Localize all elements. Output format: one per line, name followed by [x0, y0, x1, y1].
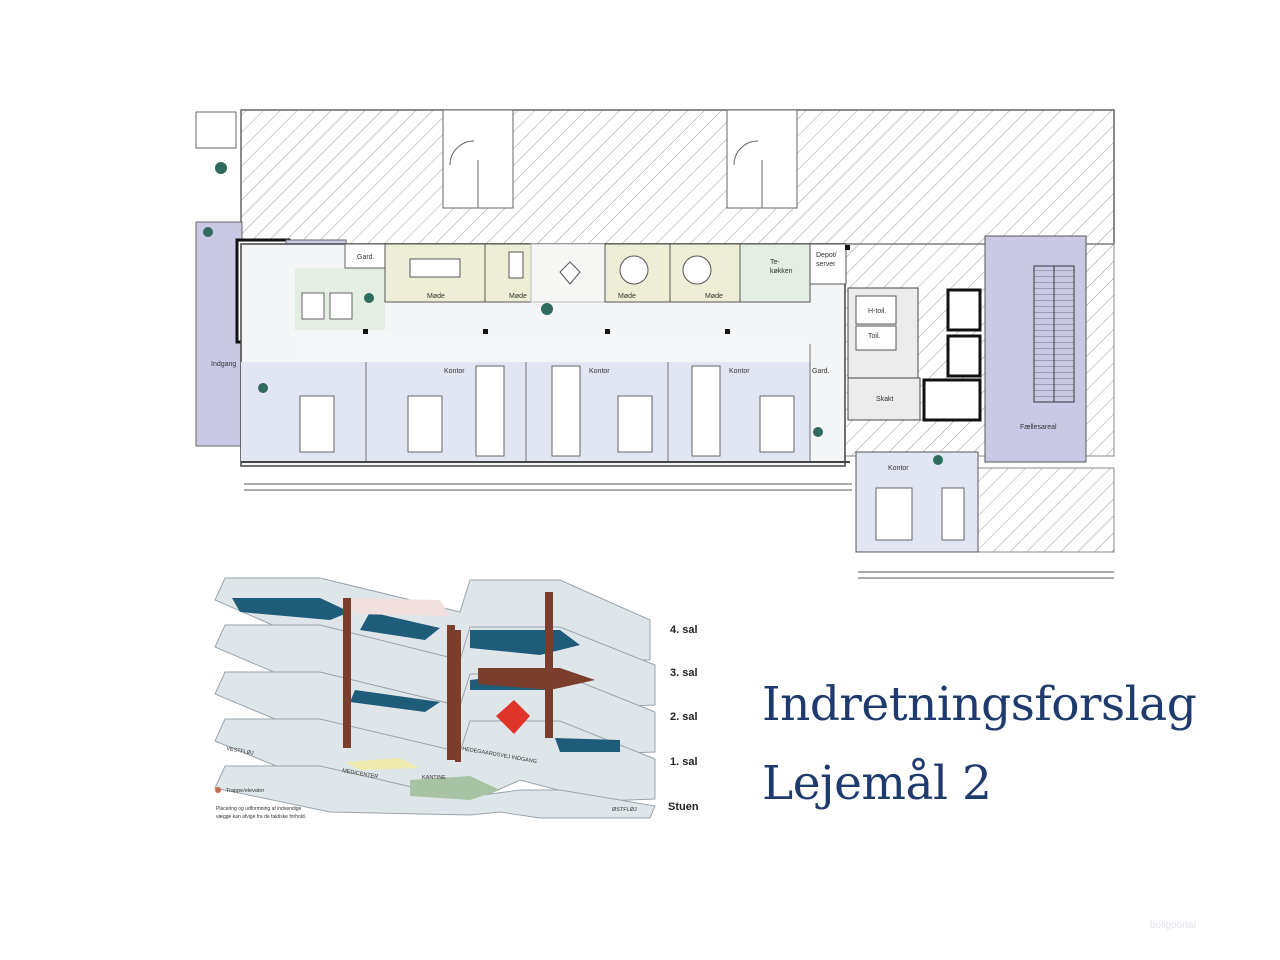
- note-line-1: Placering og udformning af indvendige: [216, 806, 302, 812]
- location-marker: [496, 700, 530, 734]
- label-gard-mid: Gard.: [812, 368, 830, 375]
- floor-label-4: 4. sal: [670, 624, 698, 636]
- label-mode-2: Møde: [509, 293, 527, 300]
- shaft: [847, 377, 921, 421]
- elevator-2: [946, 334, 982, 378]
- label-kontor-4: Kontor: [888, 465, 909, 472]
- watermark: boligportal: [1150, 920, 1197, 931]
- label-skakt: Skakt: [876, 396, 894, 403]
- label-kontor-3: Kontor: [729, 368, 750, 375]
- room-labels: Gard. Møde Møde Møde Møde Te- køkken Dep…: [211, 252, 1057, 472]
- stair-elevator-columns: [343, 592, 553, 762]
- svg-text:VESTFLØJ: VESTFLØJ: [226, 746, 255, 757]
- label-faellesareal: Fællesareal: [1020, 424, 1057, 431]
- leased-area-accent: [478, 668, 595, 690]
- medicenter-zone: [345, 758, 420, 770]
- elevator-1: [946, 288, 982, 332]
- label-kontor-2: Kontor: [589, 368, 610, 375]
- legend-dot: [215, 787, 221, 793]
- label-gard-top: Gard.: [357, 254, 375, 261]
- desks: [299, 365, 795, 457]
- label-mode-1: Møde: [427, 293, 445, 300]
- label-h-toil: H-toil.: [868, 308, 886, 315]
- pink-zone: [345, 598, 450, 616]
- west-wing-balcony: [195, 111, 237, 149]
- leased-areas: [232, 598, 620, 752]
- elevator-3: [922, 378, 982, 422]
- hatched-area-north: [240, 109, 1115, 245]
- label-tekokken-2: køkken: [770, 268, 793, 275]
- depot-server: [809, 243, 847, 285]
- label-tekokken-1: Te-: [770, 259, 780, 266]
- hatched-area-east: [1085, 243, 1115, 457]
- kantine-zone: [410, 776, 500, 800]
- legend-label: Trappe/elevator: [226, 788, 264, 794]
- facade: [244, 483, 1114, 579]
- corridor: [290, 330, 812, 362]
- hatched-area-southeast: [977, 467, 1115, 553]
- floor-label-stuen: Stuen: [668, 801, 699, 813]
- label-indgang: Indgang: [211, 361, 236, 368]
- label-depot-1: Depot/: [816, 252, 837, 259]
- label-toil: Toil.: [868, 333, 881, 340]
- columns: [363, 245, 850, 334]
- floor-label-3: 3. sal: [670, 667, 698, 679]
- floor-label-1: 1. sal: [670, 756, 698, 768]
- gard-top: [344, 243, 386, 269]
- tea-kitchen: [739, 243, 811, 303]
- plants: [203, 162, 943, 465]
- label-kontor-1: Kontor: [444, 368, 465, 375]
- heading-line-1: Indretningsforslag: [762, 677, 1197, 732]
- label-depot-2: server: [816, 261, 836, 268]
- label-mode-3: Møde: [618, 293, 636, 300]
- note-line-2: vægge kan afvige fra de faktiske forhold…: [216, 814, 306, 820]
- north-cores: [442, 109, 798, 209]
- floor-label-2: 2. sal: [670, 711, 698, 723]
- svg-text:KANTINE: KANTINE: [422, 775, 446, 781]
- svg-text:ØSTFLØJ: ØSTFLØJ: [612, 807, 637, 813]
- heading-line-2: Lejemål 2: [762, 756, 992, 811]
- floor-labels: 4. sal 3. sal 2. sal 1. sal Stuen: [668, 624, 699, 813]
- label-mode-4: Møde: [705, 293, 723, 300]
